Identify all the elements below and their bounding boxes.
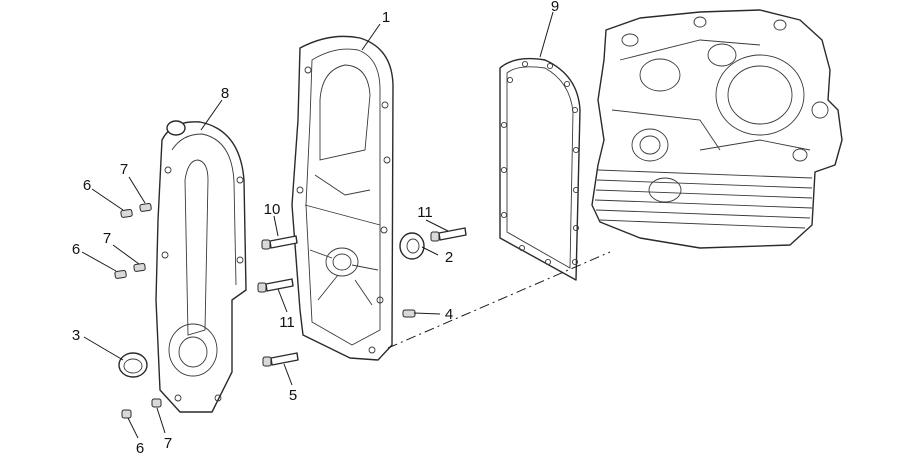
bolt-10 <box>261 235 298 250</box>
gasket-9 <box>499 57 581 281</box>
callout-6-upper: 6 <box>83 177 91 194</box>
assembly-axis-line <box>387 251 611 349</box>
dowel-7-lower <box>151 398 162 408</box>
timing-cover-1 <box>291 35 394 361</box>
leader-lines <box>81 11 554 439</box>
screw-4 <box>402 309 416 318</box>
oil-seal-2 <box>399 232 425 260</box>
callout-labels: 1 2 3 4 5 6 6 6 7 7 7 8 9 10 11 11 <box>72 0 559 456</box>
callout-5: 5 <box>289 387 297 404</box>
cap-3 <box>118 352 148 378</box>
callout-6-middle: 6 <box>72 241 80 258</box>
screw-6-middle <box>114 269 127 279</box>
bolt-11-left <box>257 278 294 293</box>
callout-7-middle: 7 <box>103 230 111 247</box>
callout-8: 8 <box>221 85 229 102</box>
bolt-5 <box>262 352 299 367</box>
callout-11-left: 11 <box>279 314 295 331</box>
screw-6-upper <box>120 208 133 218</box>
callout-2: 2 <box>445 249 453 266</box>
dowel-7-middle <box>133 262 146 272</box>
callout-7-upper: 7 <box>120 161 128 178</box>
callout-1: 1 <box>382 9 390 26</box>
callout-9: 9 <box>551 0 559 15</box>
callout-6-lower: 6 <box>136 440 144 456</box>
outer-cover-8 <box>155 120 247 413</box>
bolt-11-right <box>430 227 467 242</box>
callout-11-right: 11 <box>417 204 433 221</box>
callout-10: 10 <box>264 201 281 218</box>
engine-crankcase <box>591 9 843 249</box>
screw-6-lower <box>121 409 132 419</box>
callout-3: 3 <box>72 327 80 344</box>
dowel-7-upper <box>139 202 152 212</box>
gasket-holes <box>500 60 580 266</box>
callout-4: 4 <box>445 306 453 323</box>
callout-7-lower: 7 <box>164 435 172 452</box>
